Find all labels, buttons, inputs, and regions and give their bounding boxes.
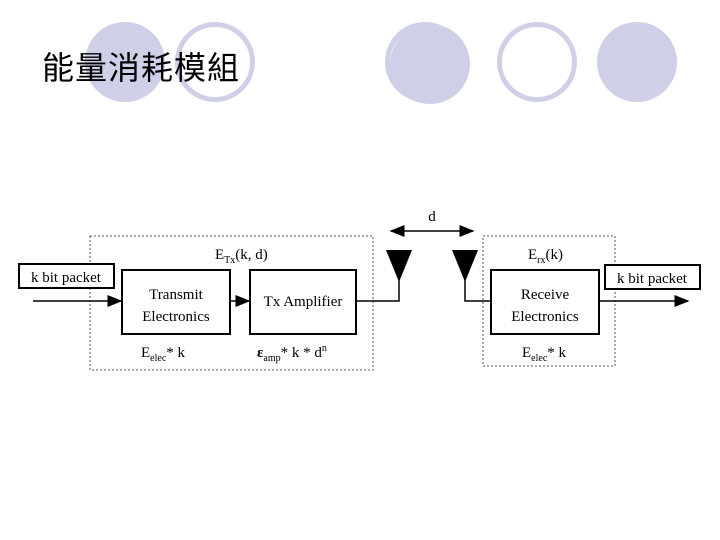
- amp-to-antenna-line: [356, 268, 400, 302]
- transmit-label-line1: Transmit: [149, 287, 203, 303]
- tx-energy-label: ETx(k, d): [215, 247, 268, 266]
- tx-amplifier-label: Tx Amplifier: [264, 294, 343, 310]
- antenna-to-receiver-line: [464, 268, 490, 302]
- distance-label: d: [428, 209, 436, 225]
- input-packet-label: k bit packet: [31, 270, 102, 286]
- receive-label-line1: Receive: [521, 287, 570, 303]
- slide-title: 能量消耗模組: [42, 49, 241, 87]
- receive-antenna-icon: [452, 250, 478, 282]
- transmit-antenna-icon: [386, 250, 412, 282]
- tx-elec-formula: Eelec* k: [141, 345, 186, 364]
- receive-electronics-box: [490, 269, 600, 335]
- receive-label-line2: Electronics: [511, 309, 579, 325]
- tx-amplifier-box: [249, 269, 357, 335]
- decor-circle-4: [390, 24, 470, 104]
- transmit-label-line2: Electronics: [142, 309, 210, 325]
- input-packet-box: [18, 263, 115, 289]
- output-packet-label: k bit packet: [617, 271, 688, 287]
- output-packet-box: [604, 264, 701, 290]
- rx-elec-formula: Eelec* k: [522, 345, 567, 364]
- decor-circle-1: [85, 22, 165, 102]
- amp-formula: εamp* k * dn: [257, 343, 327, 364]
- transmitter-region: [89, 235, 374, 371]
- decor-circle-2: [175, 22, 255, 102]
- decor-circle-6: [597, 22, 677, 102]
- decor-circle-5: [497, 22, 577, 102]
- rx-energy-label: Erx(k): [528, 247, 563, 266]
- transmit-electronics-box: [121, 269, 231, 335]
